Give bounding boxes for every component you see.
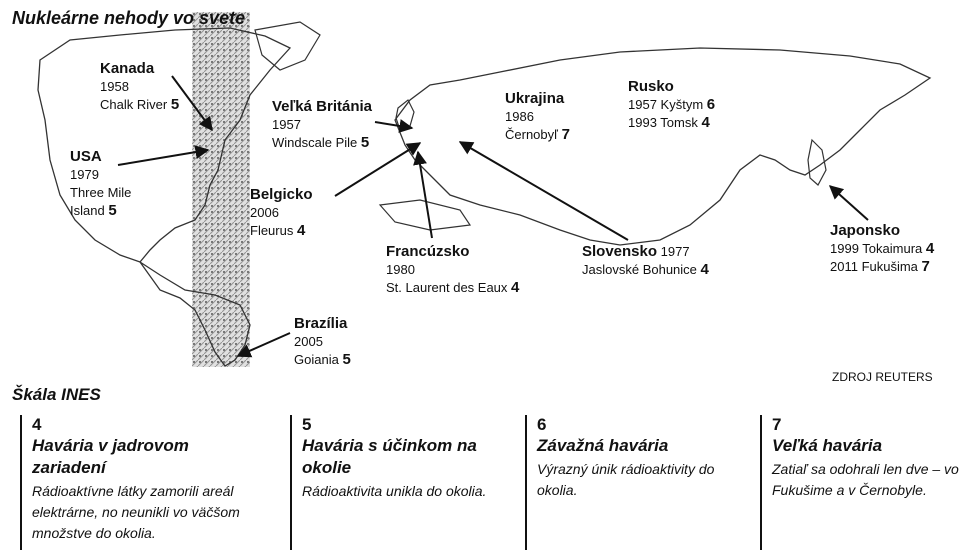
- place: Goiania: [294, 352, 339, 367]
- year: 1958: [100, 79, 129, 94]
- year: 1977: [660, 244, 690, 259]
- label-belgicko: Belgicko 2006 Fleurus 4: [250, 186, 313, 240]
- event2: 1993 Tomsk: [628, 115, 698, 130]
- ines-level: 4: [296, 222, 306, 239]
- scale-name: Veľká havária: [772, 436, 883, 455]
- arrow-uk: [374, 119, 414, 133]
- ines-level1: 6: [706, 96, 716, 113]
- japan-outline: [807, 138, 827, 186]
- label-ukrajina: Ukrajina 1986 Černobyľ 7: [505, 90, 570, 144]
- arrow-francuzsko: [413, 150, 433, 239]
- africa-outline: [378, 199, 472, 231]
- scale-name: Závažná havária: [537, 436, 669, 455]
- label-francuzsko: Francúzsko 1980 St. Laurent des Eaux 4: [386, 243, 519, 297]
- arrow-usa: [117, 145, 210, 166]
- scale-level: 7: [772, 415, 782, 434]
- place-line2: Island: [70, 203, 105, 218]
- year: 2005: [294, 334, 323, 349]
- arrow-kanada: [171, 75, 213, 132]
- country-name: USA: [70, 148, 102, 165]
- year: 1957: [272, 117, 301, 132]
- scale-level: 4: [32, 415, 42, 434]
- ines-level: 4: [511, 279, 520, 296]
- country-name: Ukrajina: [505, 90, 565, 107]
- scale-name: Havária v jadrovom zariadení: [32, 436, 189, 477]
- country-name: Francúzsko: [386, 243, 470, 260]
- scale-item-6: 6 Závažná havária Výrazný únik rádioakti…: [525, 415, 747, 550]
- ines-level: 5: [360, 134, 370, 151]
- event1: 1957 Kyštym: [628, 97, 704, 112]
- scale-description: Výrazný únik rádioaktivity do okolia.: [537, 461, 715, 498]
- scale-description: Zatiaľ sa odohrali len dve – vo Fukušime…: [772, 461, 959, 498]
- arrow-slovensko: [458, 141, 629, 241]
- year: 1980: [386, 262, 415, 277]
- country-name: Veľká Británia: [272, 98, 372, 115]
- place: Jaslovské Bohunice: [582, 262, 697, 277]
- label-slovensko: Slovensko 1977 Jaslovské Bohunice 4: [582, 243, 709, 279]
- event1: 1999 Tokaimura: [830, 241, 923, 256]
- ines-level2: 4: [701, 114, 710, 131]
- south-america-outline: [139, 261, 251, 367]
- ines-level: 5: [108, 202, 117, 219]
- place: St. Laurent des Eaux: [386, 280, 508, 295]
- country-name: Brazília: [294, 315, 348, 332]
- place: Fleurus: [250, 223, 294, 238]
- greenland-outline: [254, 21, 321, 71]
- label-kanada: Kanada 1958 Chalk River 5: [100, 60, 179, 114]
- year: 1986: [505, 109, 534, 124]
- scale-description: Rádioaktivita unikla do okolia.: [302, 483, 487, 499]
- year: 1979: [70, 167, 99, 182]
- eurasia-outline: [394, 47, 932, 246]
- country-name: Belgicko: [250, 186, 313, 203]
- label-japonsko: Japonsko 1999 Tokaimura 4 2011 Fukušima …: [830, 222, 934, 276]
- place-line1: Three Mile: [70, 185, 132, 200]
- place: Windscale Pile: [272, 135, 358, 150]
- country-name: Kanada: [100, 60, 155, 77]
- scale-item-7: 7 Veľká havária Zatiaľ sa odohrali len d…: [760, 415, 962, 550]
- north-america-outline: [37, 27, 292, 263]
- year: 2006: [250, 205, 279, 220]
- scale-level: 6: [537, 415, 547, 434]
- place: Chalk River: [100, 97, 168, 112]
- arrow-japonsko: [828, 185, 869, 221]
- map-strip: [192, 12, 250, 367]
- event2: 2011 Fukušima: [830, 259, 918, 274]
- country-name: Slovensko: [582, 243, 658, 260]
- label-rusko: Rusko 1957 Kyštym 6 1993 Tomsk 4: [628, 78, 715, 132]
- scale-level: 5: [302, 415, 312, 434]
- ines-level: 5: [170, 96, 180, 113]
- place: Černobyľ: [505, 127, 558, 142]
- scale-title: Škála INES: [12, 385, 101, 404]
- ines-level1: 4: [925, 240, 935, 257]
- source-credit: ZDROJ REUTERS: [832, 370, 933, 384]
- country-name: Japonsko: [830, 222, 901, 239]
- scale-name: Havária s účinkom na okolie: [302, 436, 477, 477]
- label-usa: USA 1979 Three Mile Island 5: [70, 148, 131, 220]
- ines-level: 7: [561, 126, 570, 143]
- ines-level: 5: [342, 351, 351, 368]
- arrow-belgicko: [334, 142, 422, 197]
- label-velka-britania: Veľká Británia 1957 Windscale Pile 5: [272, 98, 372, 152]
- ines-level: 4: [700, 261, 709, 278]
- arrow-brazilia: [236, 332, 291, 358]
- page-title: Nukleárne nehody vo svete: [12, 8, 246, 28]
- label-brazilia: Brazília 2005 Goiania 5: [294, 315, 351, 369]
- country-name: Rusko: [628, 78, 674, 95]
- scale-description: Rádioaktívne látky zamorili areál elektr…: [32, 483, 240, 541]
- scale-item-4: 4 Havária v jadrovom zariadení Rádioaktí…: [20, 415, 252, 550]
- scale-item-5: 5 Havária s účinkom na okolie Rádioaktiv…: [290, 415, 512, 550]
- ines-level2: 7: [921, 258, 930, 275]
